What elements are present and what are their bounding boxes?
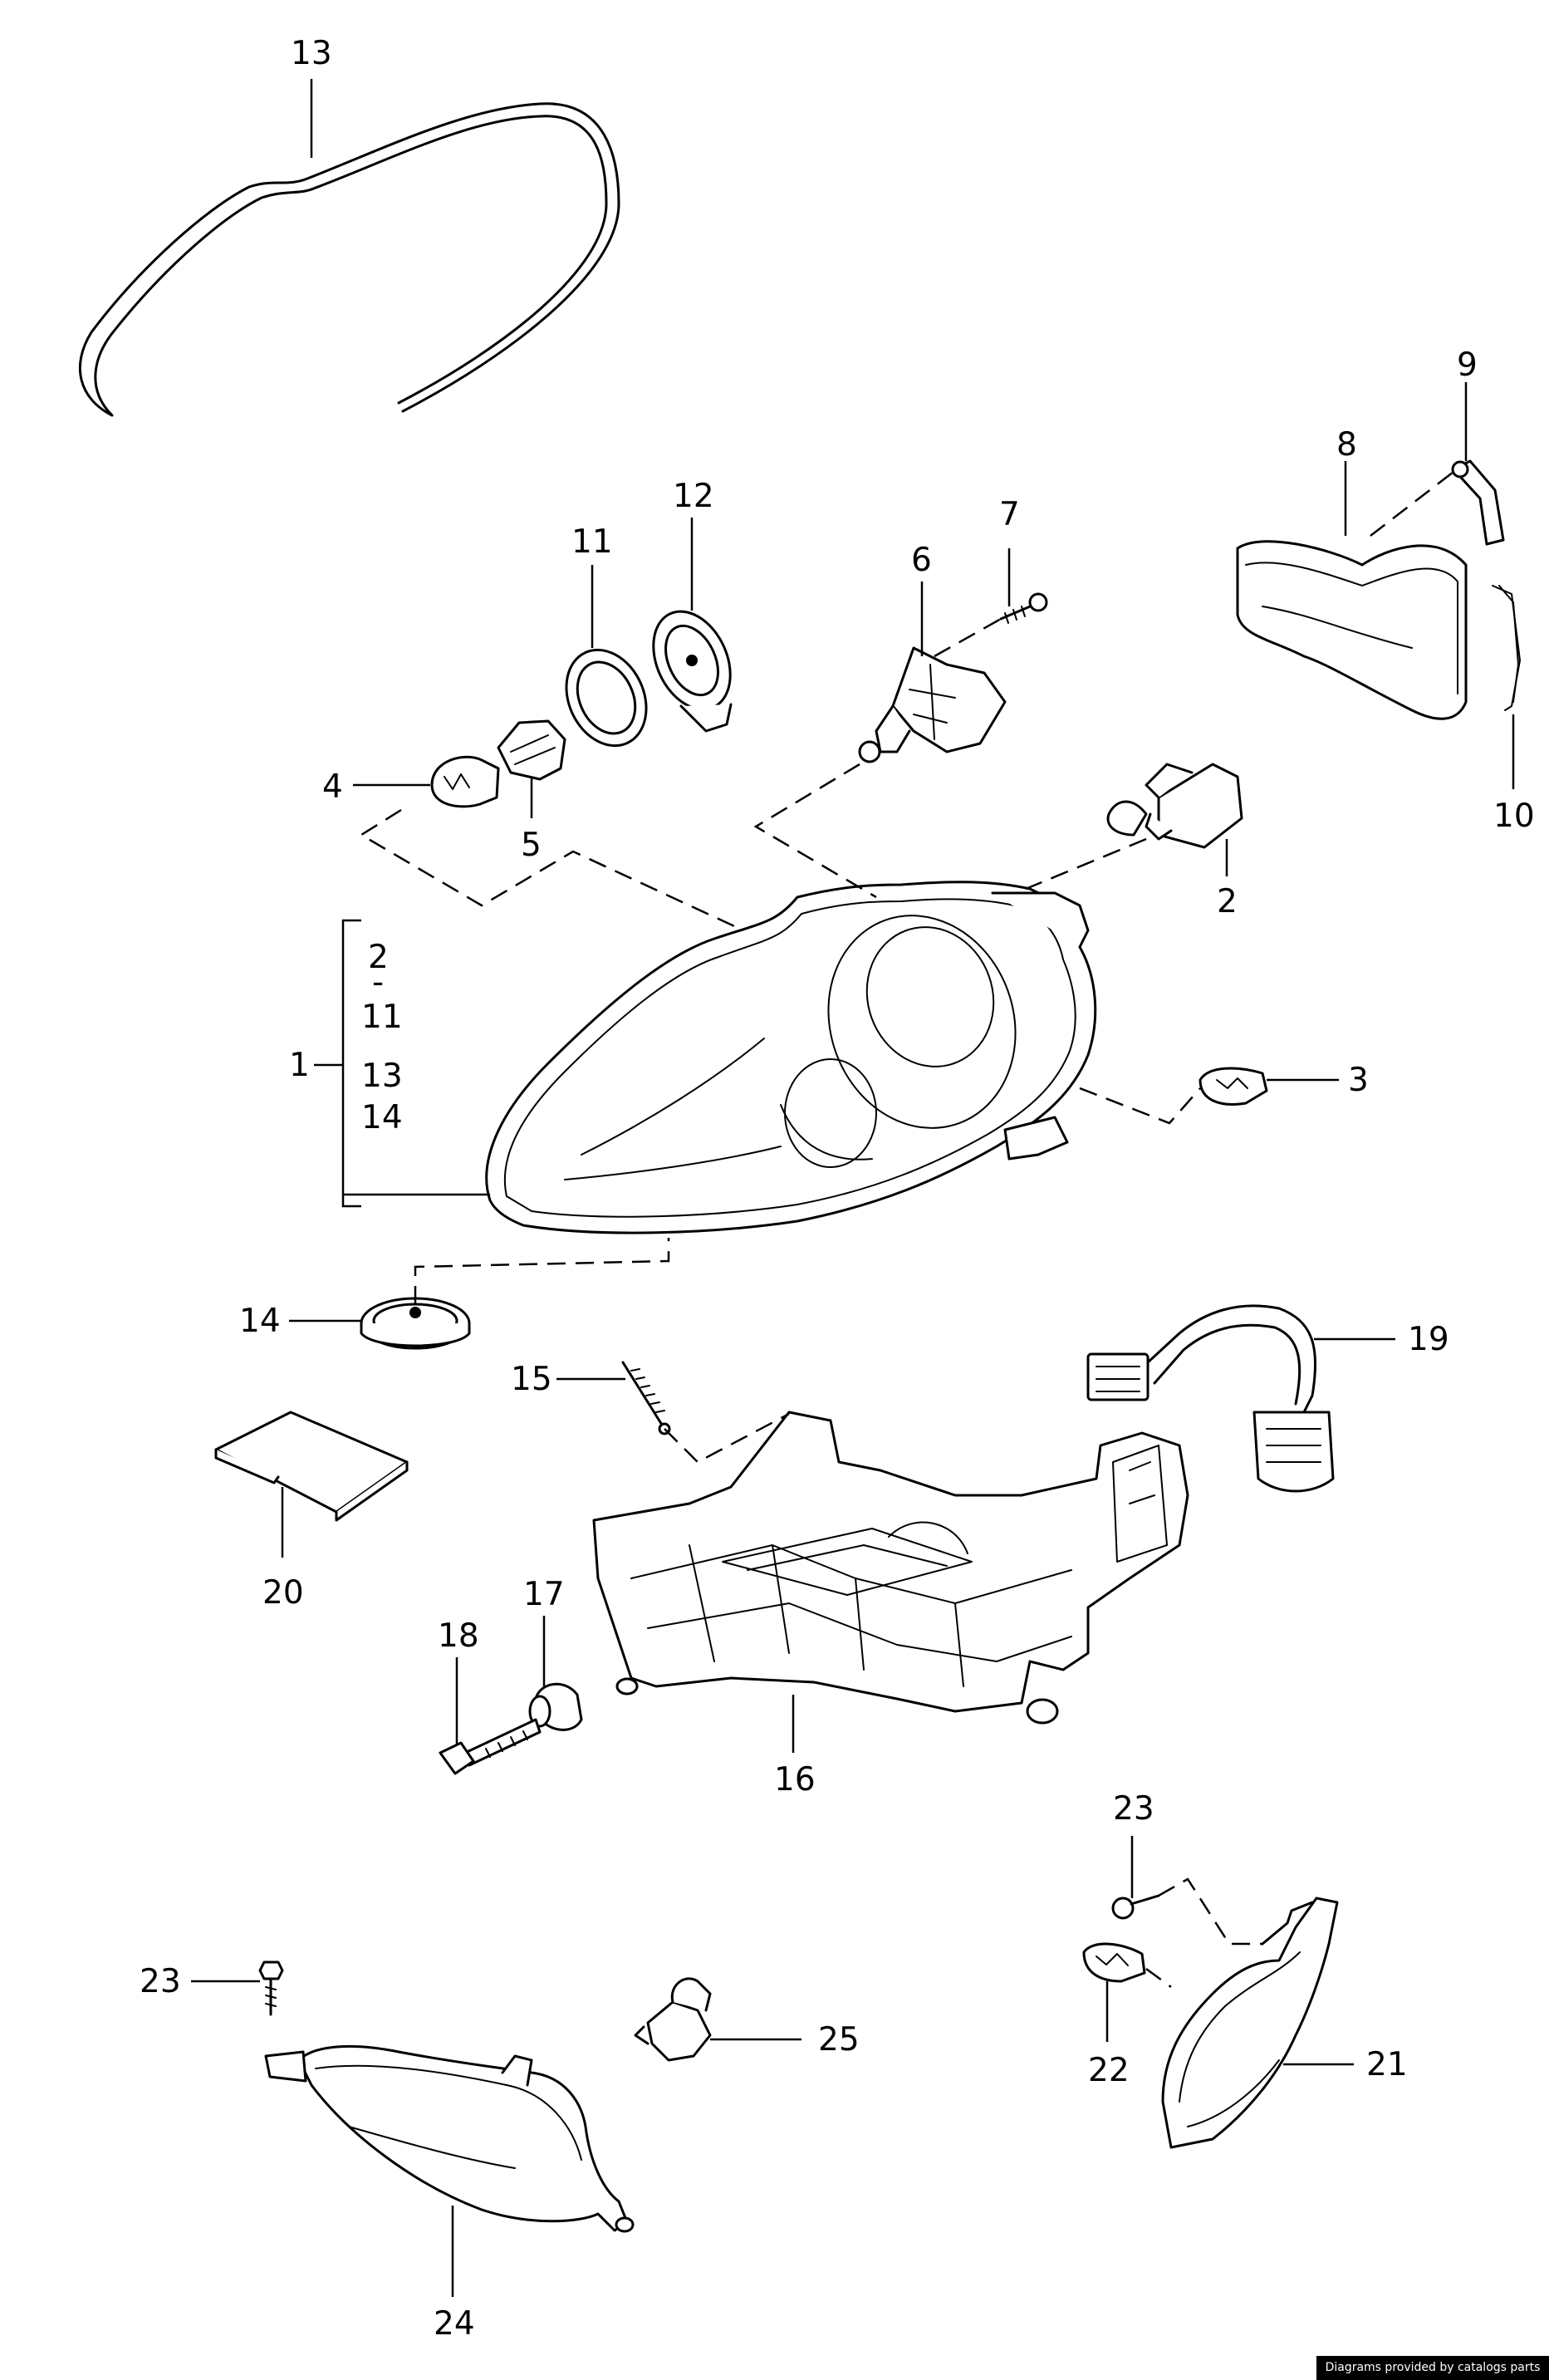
- callout-8: 8: [1336, 426, 1357, 464]
- part-17-grommet: [528, 1682, 583, 1731]
- callout-23-left: 23: [140, 1963, 181, 2000]
- callout-23-right: 23: [1113, 1790, 1154, 1828]
- callout-7: 7: [999, 496, 1020, 533]
- callout-20: 20: [262, 1574, 304, 1612]
- part-25-fog-bulb: [634, 1977, 712, 2062]
- bracket-item-2: 2: [368, 939, 389, 976]
- part-16-mounting-bracket: [592, 1411, 1189, 1725]
- part-1-headlight-assembly: [485, 881, 1097, 1234]
- callout-3: 3: [1348, 1062, 1369, 1099]
- assembly-line-22-to-marker: [1145, 1967, 1172, 1989]
- part-13-seal: [78, 102, 620, 417]
- part-20-label-sheet: [214, 1411, 409, 1522]
- callout-10: 10: [1493, 797, 1535, 835]
- part-6-adjuster: [858, 646, 1007, 763]
- callout-14: 14: [239, 1303, 281, 1340]
- assembly-line-2-to-housing: [1025, 837, 1147, 891]
- part-15-spring: [621, 1361, 671, 1435]
- callout-1: 1: [289, 1047, 310, 1084]
- bracket-item-13: 13: [361, 1058, 403, 1095]
- assembly-line-6-to-housing: [753, 763, 877, 899]
- part-21-side-marker: [1161, 1897, 1339, 2149]
- part-11-ring: [565, 648, 648, 748]
- diagram-credit: Diagrams provided by catalogs parts: [1316, 2356, 1549, 2380]
- callout-4: 4: [322, 768, 343, 806]
- bracket-dash: -: [372, 964, 384, 1001]
- part-3-bulb-w5w: [1199, 1067, 1268, 1106]
- part-22-bulb: [1082, 1942, 1146, 1983]
- assembly-line-23-to-marker: [1158, 1877, 1262, 1946]
- callout-19: 19: [1408, 1321, 1449, 1358]
- part-18-bolt: [439, 1718, 542, 1775]
- bracket-item-11: 11: [361, 999, 403, 1036]
- part-19-wiring-harness: [1086, 1304, 1335, 1493]
- callout-17: 17: [523, 1576, 565, 1613]
- callout-11: 11: [571, 523, 613, 561]
- part-2-bulb-h7: [1106, 763, 1243, 849]
- part-14-cap: [360, 1297, 471, 1350]
- part-10-clip: [1492, 585, 1521, 711]
- callout-5: 5: [521, 827, 542, 864]
- part-24-fog-light: [264, 2044, 635, 2233]
- callout-15: 15: [511, 1361, 552, 1398]
- callout-6: 6: [911, 542, 932, 579]
- callout-24: 24: [434, 2305, 475, 2343]
- callout-16: 16: [774, 1761, 816, 1798]
- part-8-control-unit: [1236, 540, 1468, 720]
- part-5-socket: [497, 719, 566, 781]
- part-23-screw-left: [258, 1960, 284, 2016]
- callout-2: 2: [1217, 883, 1238, 920]
- assembly-line-6-7: [934, 617, 1002, 658]
- part-12-bulb-cap: [652, 610, 733, 733]
- part-9-connector-pipe: [1451, 459, 1505, 546]
- callout-12: 12: [673, 478, 714, 515]
- assembly-line-4-5-to-housing: [359, 808, 744, 932]
- callout-21: 21: [1366, 2046, 1408, 2083]
- assembly-line-8-9: [1370, 471, 1454, 537]
- callout-18: 18: [438, 1617, 479, 1655]
- part-4-bulb: [430, 755, 500, 808]
- bracket-item-14: 14: [361, 1099, 403, 1136]
- assembly-line-14-to-housing: [414, 1238, 670, 1304]
- assembly-line-3-to-housing: [1079, 1087, 1201, 1125]
- part-23-screw-right: [1111, 1894, 1160, 1920]
- callout-9: 9: [1457, 346, 1478, 384]
- callout-13: 13: [291, 35, 332, 72]
- callout-22: 22: [1088, 2052, 1130, 2089]
- callout-25: 25: [818, 2021, 860, 2059]
- assembly-line-15-to-bracket: [664, 1412, 790, 1464]
- part-7-screw: [999, 592, 1048, 624]
- leader-1-bracket: [314, 919, 490, 1208]
